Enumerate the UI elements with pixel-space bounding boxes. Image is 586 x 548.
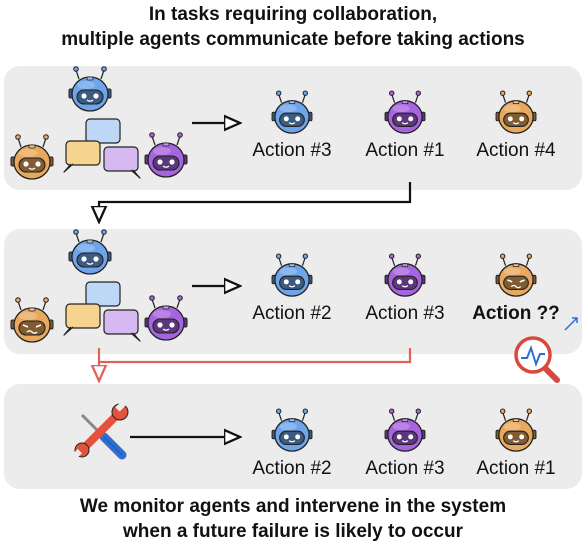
action-label: Action #2 [252,303,332,324]
agent-group-step-1 [10,66,188,180]
chat-bubble-purple [103,309,141,342]
tool-icons-layer [72,317,578,460]
robot-icon [68,229,112,275]
tools-icon [72,401,129,460]
agent-groups-layer [10,66,188,343]
magnifier-chart-icon [514,317,578,383]
robot-icon [10,297,54,343]
chat-bubble-purple [103,146,141,179]
top-caption-line-1: In tasks requiring collaboration, [148,4,438,25]
intervention-connector [99,348,412,381]
robot-icon [271,90,313,134]
action-label: Action #3 [252,140,332,161]
chat-bubble-orange [63,303,101,336]
action-label: Action #1 [365,140,445,161]
action-label: Action #1 [476,458,556,479]
robot-icon [10,134,54,180]
action-label-unknown: Action ?? [472,303,560,324]
bottom-caption: We monitor agents and intervene in the s… [0,494,586,544]
action-label: Action #4 [476,140,556,161]
chat-bubbles-icon [63,118,141,179]
robot-icon [144,132,188,178]
chat-bubble-orange [63,140,101,173]
top-caption-line-2: multiple agents communicate before takin… [61,29,525,50]
bottom-caption-line-2: when a future failure is likely to occur [123,521,463,542]
robot-icon [495,408,537,452]
robot-icon [271,253,313,297]
agent-group-step-2 [10,229,188,343]
action-robots-layer [271,90,537,452]
robot-icon [384,408,426,452]
robot-icon [384,90,426,134]
bottom-caption-line-1: We monitor agents and intervene in the s… [79,496,507,517]
action-label: Action #2 [252,458,332,479]
chat-bubbles-icon [63,281,141,342]
connectors-layer [99,123,412,437]
robot-icon [495,90,537,134]
action-label: Action #3 [365,303,445,324]
robot-icon [144,295,188,341]
robot-icon [68,66,112,112]
robot-icon [495,253,537,297]
action-label: Action #3 [365,458,445,479]
robot-icon [271,408,313,452]
next-step-connector [99,182,412,222]
robot-icon [384,253,426,297]
top-caption: In tasks requiring collaboration, multip… [0,2,586,52]
